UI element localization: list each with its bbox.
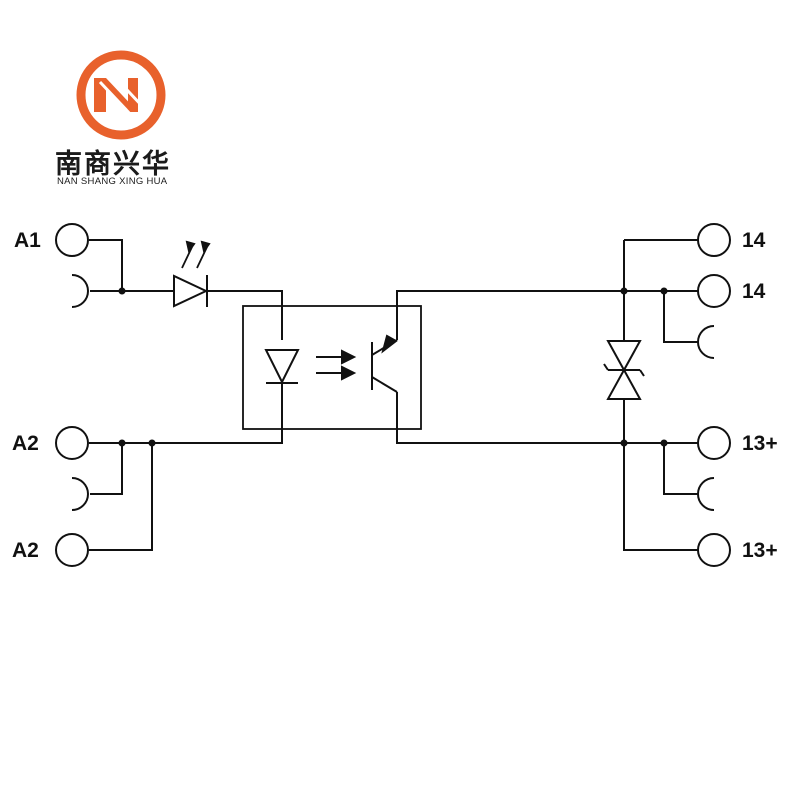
phototransistor-icon <box>371 334 398 393</box>
terminal-label-a2-upper: A2 <box>12 432 39 455</box>
brand-logo: 南商兴华 NAN SHANG XING HUA <box>0 0 220 200</box>
junction-dot <box>118 287 126 295</box>
junction-dot <box>660 439 668 447</box>
junction-dot <box>148 439 156 447</box>
terminal-14-upper <box>697 223 731 257</box>
terminal-label-a2-lower: A2 <box>12 539 39 562</box>
junction-dot <box>660 287 668 295</box>
terminal-label-14-upper: 14 <box>742 229 766 252</box>
optocoupler-led-icon <box>264 349 300 385</box>
terminal-a2-upper <box>55 426 89 460</box>
junction-dot <box>620 287 628 295</box>
bridge-socket-14 <box>697 325 715 359</box>
light-arrows-icon <box>316 349 357 381</box>
junction-dot <box>620 439 628 447</box>
terminal-a1 <box>55 223 89 257</box>
bridge-socket-a1 <box>71 274 89 308</box>
brand-logo-mark <box>76 50 166 140</box>
brand-name-english: NAN SHANG XING HUA <box>57 176 168 187</box>
terminal-label-13plus-lower: 13+ <box>742 539 778 562</box>
terminal-label-a1: A1 <box>14 229 41 252</box>
bridge-socket-13plus <box>697 477 715 511</box>
terminal-13plus-upper <box>697 426 731 460</box>
terminal-14-lower <box>697 274 731 308</box>
brand-name-chinese: 南商兴华 <box>55 149 171 180</box>
terminal-a2-lower <box>55 533 89 567</box>
suppressor-diode-icon <box>603 340 645 400</box>
terminal-13plus-lower <box>697 533 731 567</box>
terminal-label-13plus-upper: 13+ <box>742 432 778 455</box>
junction-dot <box>118 439 126 447</box>
bridge-socket-a2 <box>71 477 89 511</box>
input-led-icon <box>173 240 211 308</box>
terminal-label-14-lower: 14 <box>742 280 766 303</box>
